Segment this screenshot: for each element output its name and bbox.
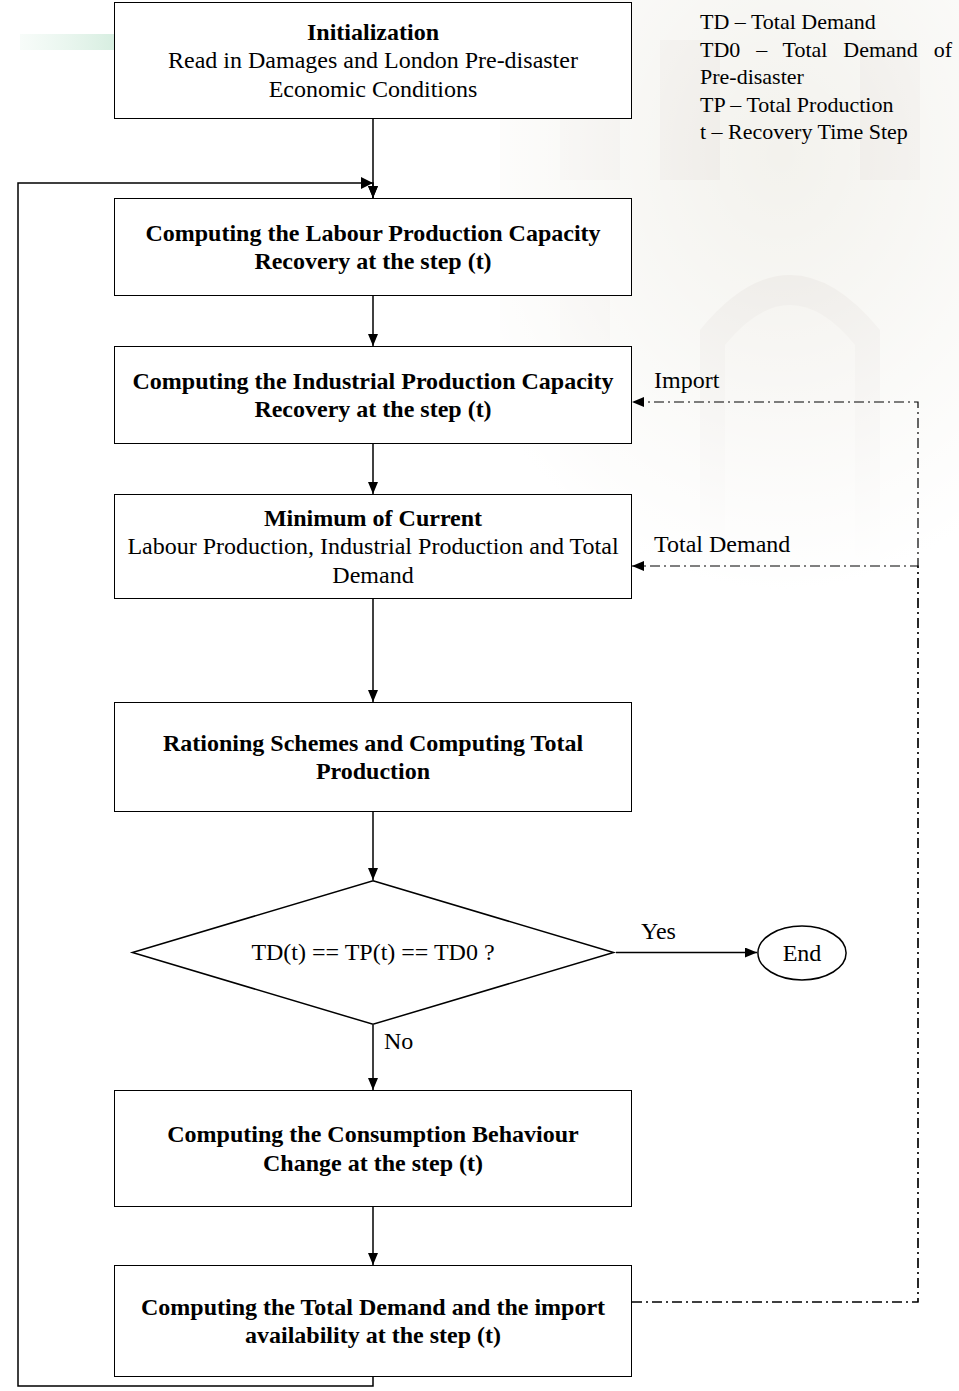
dashed-feedback-arrow <box>632 402 918 1302</box>
abbreviation-note: TD0 – Total Demand of Pre-disaster <box>700 36 952 91</box>
flow-arrow <box>372 444 374 494</box>
flow-arrow <box>372 1207 374 1265</box>
process-box: Minimum of CurrentLabour Production, Ind… <box>114 494 632 599</box>
abbreviation-note: TP – Total Production <box>700 91 952 119</box>
edge-label: No <box>384 1027 413 1055</box>
process-box: Computing the Industrial Production Capa… <box>114 346 632 444</box>
flow-arrow <box>372 599 374 702</box>
box-text: End <box>757 939 847 967</box>
box-text: Computing the Labour Production Capacity… <box>127 219 619 276</box>
box-heading: Initialization <box>127 18 619 46</box>
process-box: Computing the Labour Production Capacity… <box>114 198 632 296</box>
abbreviation-note: TD – Total Demand <box>700 8 952 36</box>
flow-arrow <box>372 1025 374 1090</box>
box-text: Computing the Total Demand and the impor… <box>127 1293 619 1350</box>
box-text: Read in Damages and London Pre-disaster … <box>127 46 619 103</box>
process-box: Rationing Schemes and Computing Total Pr… <box>114 702 632 812</box>
edge-label: Yes <box>641 917 676 945</box>
flow-arrow <box>616 952 757 954</box>
edge-label: Import <box>654 366 719 394</box>
end-terminal: End <box>757 925 847 981</box>
dashed-feedback-arrow <box>632 566 918 1302</box>
flow-arrow <box>372 296 374 346</box>
box-heading: Minimum of Current <box>127 504 619 532</box>
abbreviation-note: t – Recovery Time Step <box>700 118 952 146</box>
process-box: Computing the Total Demand and the impor… <box>114 1265 632 1377</box>
decision-diamond: TD(t) == TP(t) == TD0 ? <box>130 880 616 1025</box>
start-box: InitializationRead in Damages and London… <box>114 2 632 119</box>
process-box: Computing the Consumption Behaviour Chan… <box>114 1090 632 1207</box>
box-text: Labour Production, Industrial Production… <box>127 532 619 589</box>
box-text: Computing the Consumption Behaviour Chan… <box>127 1120 619 1177</box>
edge-label: Total Demand <box>654 530 790 558</box>
box-text: TD(t) == TP(t) == TD0 ? <box>222 938 523 966</box>
abbreviation-notes: TD – Total DemandTD0 – Total Demand of P… <box>700 8 952 146</box>
box-text: Rationing Schemes and Computing Total Pr… <box>127 729 619 786</box>
box-text: Computing the Industrial Production Capa… <box>127 367 619 424</box>
flow-arrow <box>372 812 374 880</box>
